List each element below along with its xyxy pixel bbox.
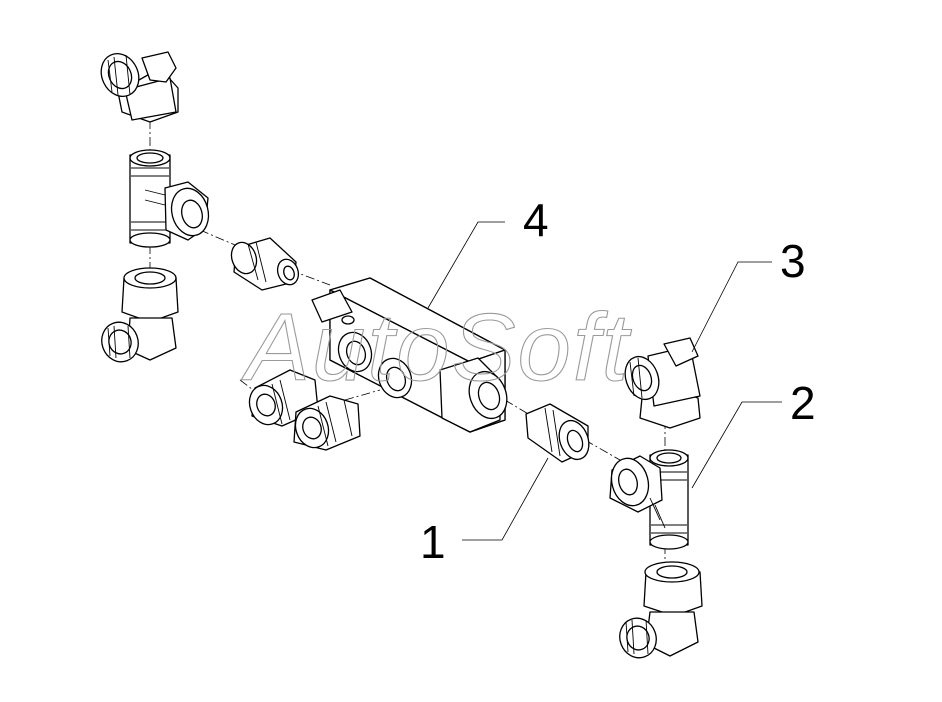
callout-1: 1 (420, 516, 446, 568)
elbow-fitting-right-bottom (619, 561, 703, 659)
elbow-fitting-top-left (100, 51, 179, 123)
leader-line-2 (691, 401, 782, 489)
watermark-text: AutoSoft (241, 294, 632, 401)
tee-fitting-left (129, 149, 210, 248)
straight-adapter-upper (230, 237, 300, 291)
callout-4: 4 (523, 194, 549, 246)
tee-fitting-right (609, 449, 689, 550)
valve-block (311, 277, 508, 433)
callout-3: 3 (780, 235, 806, 287)
leader-line-1 (462, 457, 549, 541)
callout-2: 2 (790, 377, 816, 429)
leader-line-3 (691, 261, 772, 353)
elbow-fitting-bottom-left (101, 267, 179, 363)
straight-adapter-right (525, 403, 590, 463)
elbow-fitting-right-upper (624, 337, 701, 429)
leader-lines (427, 221, 782, 541)
straight-adapter-lower-left-b (293, 395, 361, 451)
leader-line-4 (427, 221, 505, 309)
